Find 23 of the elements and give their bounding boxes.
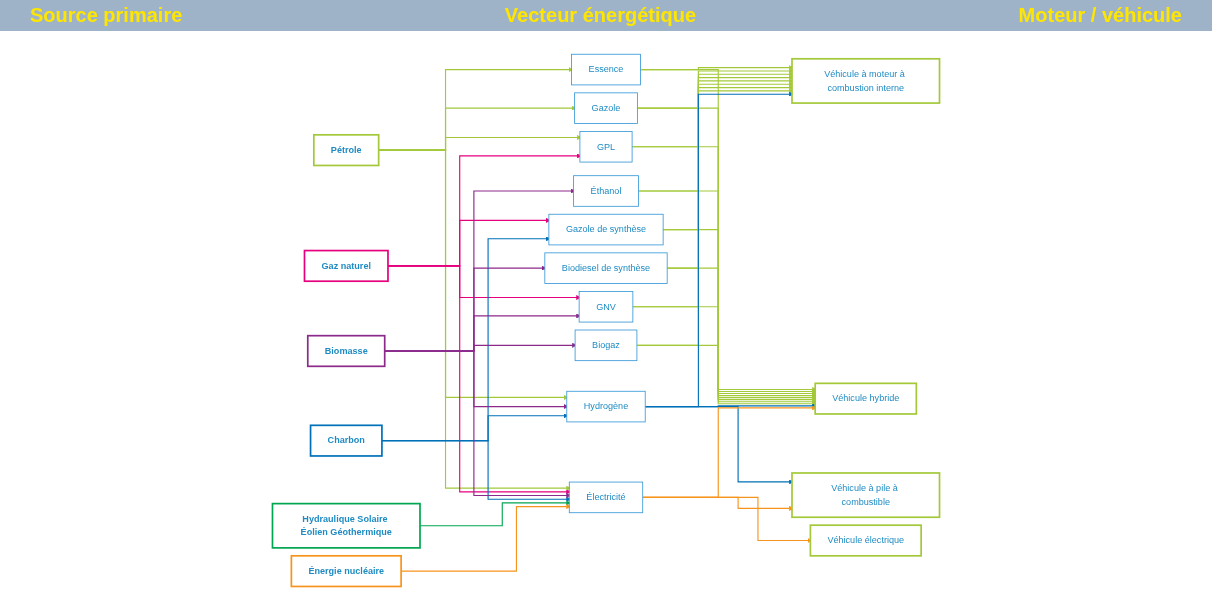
node-box: Gazole	[574, 92, 638, 124]
node-box: Énergie nucléaire	[290, 554, 402, 588]
node-box: Essence	[571, 53, 641, 86]
node-box: Biomasse	[306, 334, 386, 368]
node-box: Gaz naturel	[303, 249, 389, 283]
node-box: Véhicule à moteur à combustion interne	[791, 57, 941, 104]
node-box: Hydraulique Solaire Éolien Géothermique	[271, 502, 421, 549]
node-box: Éthanol	[573, 175, 639, 207]
node-box: Véhicule hybride	[814, 382, 918, 415]
node-box: Électricité	[568, 481, 644, 514]
node-box: GNV	[578, 291, 634, 323]
node-box: Véhicule électrique	[809, 524, 922, 557]
column-heading: Vecteur énergétique	[504, 4, 697, 27]
node-box: GPL	[579, 131, 633, 163]
node-box: Biogaz	[574, 329, 638, 362]
node-box: Charbon	[309, 424, 383, 457]
node-box: Biodiesel de synthèse	[544, 252, 668, 284]
column-heading: Source primaire	[30, 4, 183, 27]
node-box: Hydrogène	[566, 390, 646, 423]
column-heading: Moteur / véhicule	[1018, 4, 1182, 27]
node-box: Pétrole	[312, 134, 380, 167]
node-box: Gazole de synthèse	[548, 213, 664, 246]
node-box: Véhicule à pile à combustible	[791, 472, 941, 519]
